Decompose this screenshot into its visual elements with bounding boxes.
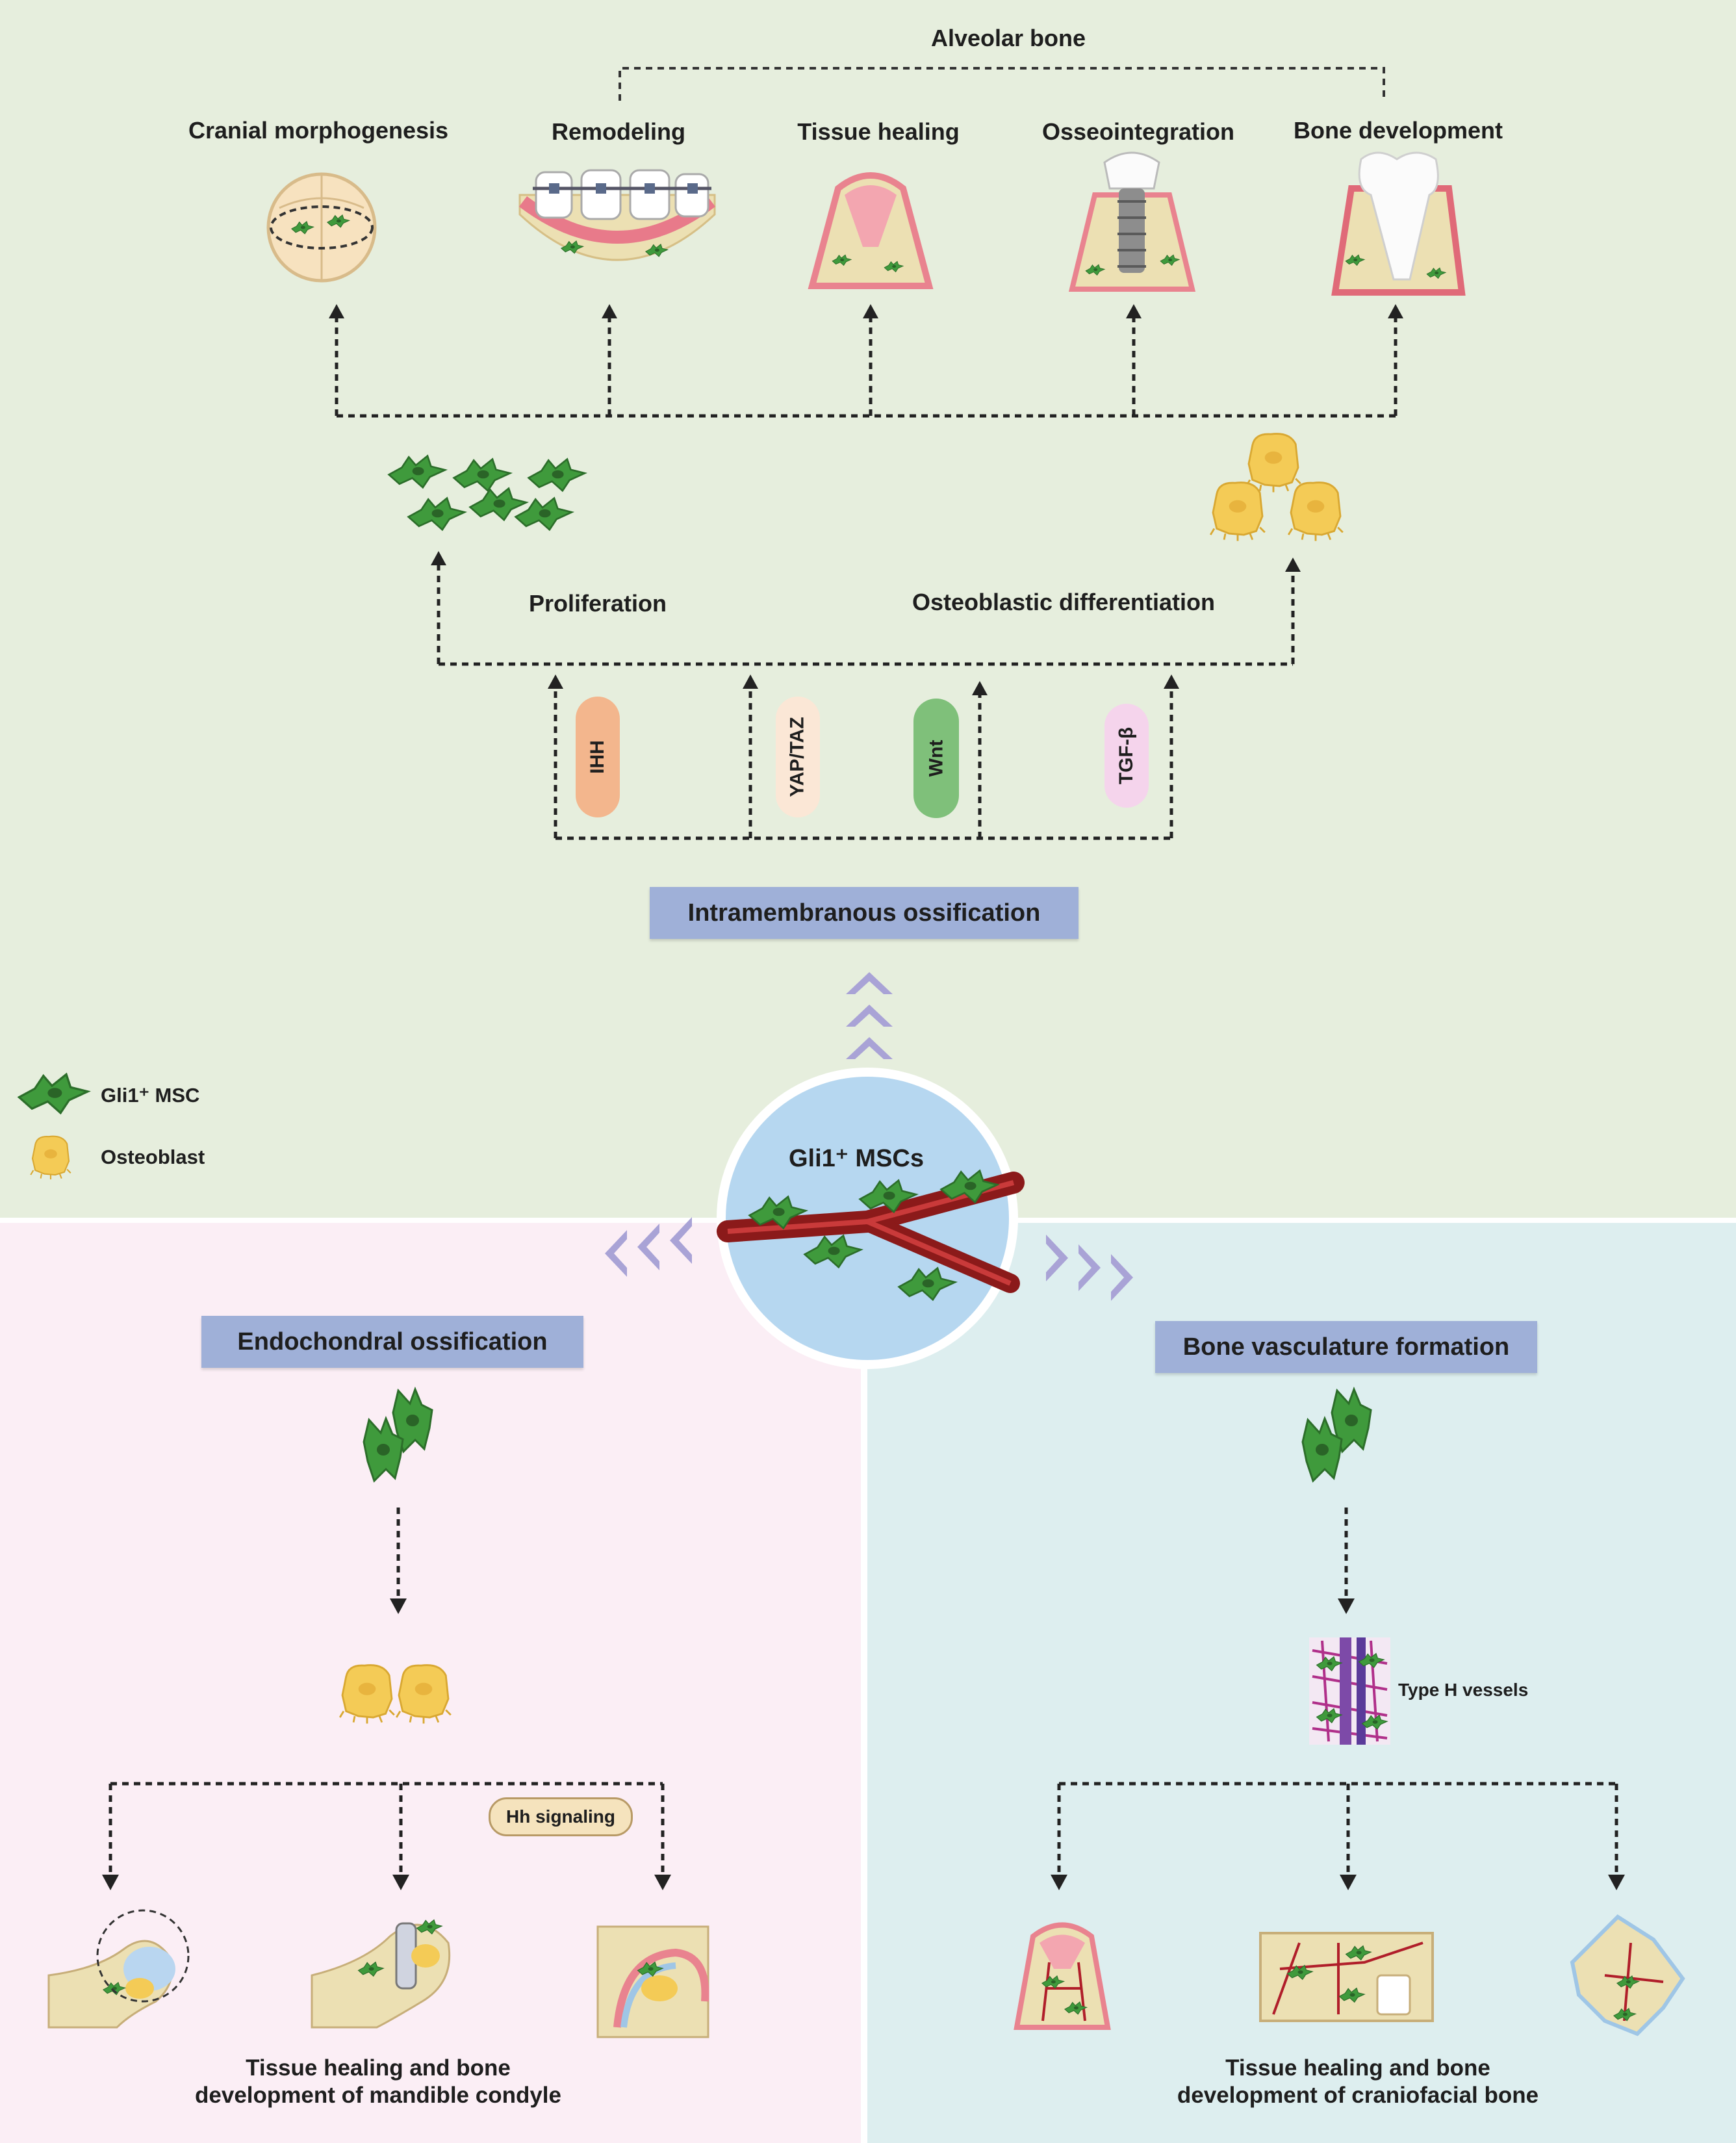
outcome-label-remodeling: Remodeling bbox=[551, 118, 686, 145]
craniofacial-caption-line1: Tissue healing and bone bbox=[1225, 2055, 1490, 2081]
gli1-msc-niche bbox=[717, 1068, 1025, 1369]
alveolar-vessel-icon bbox=[1014, 1922, 1111, 2030]
gli1-mscs-label: Gli1⁺ MSCs bbox=[789, 1145, 924, 1172]
differentiation-connectors bbox=[437, 565, 1295, 840]
condyle-connectors bbox=[108, 1782, 665, 1875]
tooth-icon bbox=[1331, 151, 1466, 296]
condyle-icon-3 bbox=[596, 1925, 709, 2038]
intramembranous-ossification-label: Intramembranous ossification bbox=[650, 887, 1079, 939]
outcome-label-osseointegration: Osseointegration bbox=[1041, 118, 1235, 145]
bone-vasculature-formation-label: Bone vasculature formation bbox=[1155, 1321, 1537, 1373]
legend-msc-label: Gli1⁺ MSC bbox=[101, 1084, 200, 1107]
differentiation-label: Osteoblastic differentiation bbox=[912, 589, 1216, 615]
vasculature-msc-cells bbox=[1301, 1388, 1372, 1482]
panel-divider bbox=[861, 1222, 867, 2143]
condyle-icon-1 bbox=[47, 1909, 190, 2029]
pathway-arrowheads bbox=[431, 551, 1301, 695]
endochondral-osteoblasts bbox=[338, 1664, 452, 1725]
craniofacial-caption-line2: development of craniofacial bone bbox=[1177, 2083, 1539, 2108]
craniofacial-bone-vessel-icon bbox=[1570, 1914, 1685, 2036]
condyle-caption-line1: Tissue healing and bone bbox=[246, 2055, 511, 2081]
legend-msc-icon bbox=[18, 1073, 89, 1114]
outcome-label-cranial: Cranial morphogenesis bbox=[188, 117, 449, 144]
outcome-connectors bbox=[335, 318, 1398, 418]
pathway-yap-taz: YAP/TAZ bbox=[776, 697, 820, 817]
upward-chevrons bbox=[846, 972, 893, 1059]
left-chevrons bbox=[605, 1217, 692, 1277]
condyle-icon-2 bbox=[311, 1919, 451, 2029]
outcome-label-bone-development: Bone development bbox=[1293, 117, 1503, 144]
orthodontic-jaw-icon bbox=[518, 169, 716, 261]
bone-socket-icon bbox=[808, 172, 934, 289]
pathway-tgf-beta: TGF-β bbox=[1104, 704, 1149, 808]
alveolar-bone-label: Alveolar bone bbox=[930, 25, 1086, 51]
right-chevrons bbox=[1046, 1235, 1133, 1301]
legend-osteoblast-icon bbox=[30, 1135, 71, 1181]
dental-implant-icon bbox=[1068, 151, 1196, 292]
alveolar-bracket bbox=[619, 67, 1385, 101]
craniofacial-vessel-icon bbox=[1259, 1932, 1434, 2022]
osteoblast-cluster bbox=[1209, 433, 1344, 542]
skull-icon bbox=[266, 172, 377, 283]
type-h-vessels-icon bbox=[1309, 1637, 1390, 1745]
craniofacial-connectors bbox=[1057, 1782, 1618, 1875]
outcome-label-tissue-healing: Tissue healing bbox=[797, 118, 960, 145]
outcome-arrowheads bbox=[329, 304, 1403, 318]
endochondral-msc-cells bbox=[363, 1388, 433, 1482]
proliferation-label: Proliferation bbox=[528, 590, 667, 617]
pathway-ihh: IHH bbox=[576, 697, 620, 817]
hh-signaling-badge: Hh signaling bbox=[489, 1797, 633, 1836]
pathway-wnt: Wnt bbox=[913, 699, 959, 818]
type-h-vessels-label: Type H vessels bbox=[1398, 1680, 1529, 1700]
proliferating-msc-cluster bbox=[388, 455, 586, 531]
endochondral-ossification-label: Endochondral ossification bbox=[201, 1316, 583, 1368]
condyle-caption-line2: development of mandible condyle bbox=[195, 2083, 561, 2108]
legend-osteoblast-label: Osteoblast bbox=[101, 1146, 205, 1168]
